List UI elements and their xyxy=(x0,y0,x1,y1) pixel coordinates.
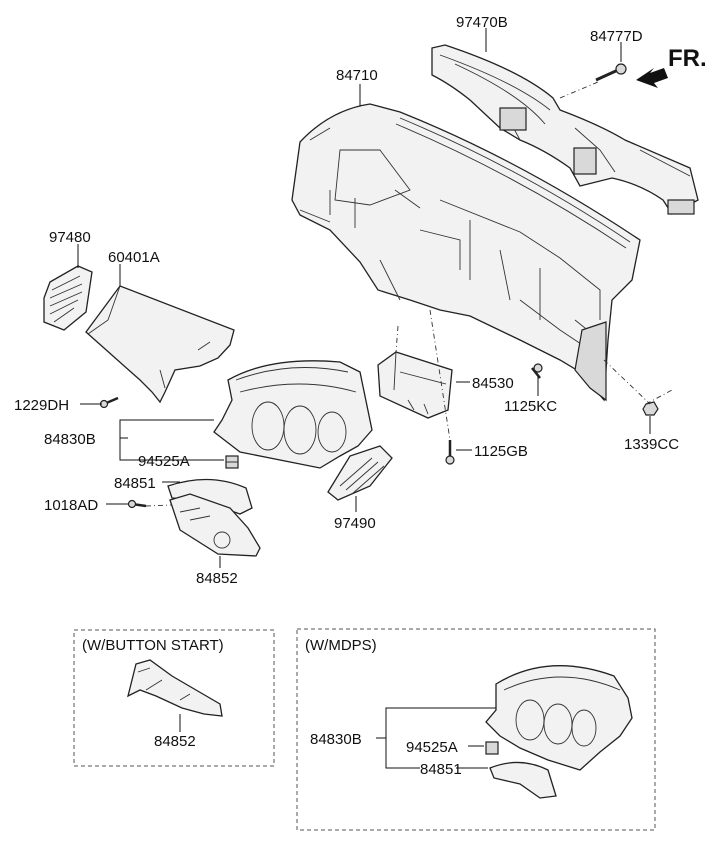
screw-1229dh xyxy=(99,396,119,409)
label-84530: 84530 xyxy=(472,375,514,392)
label-84852: 84852 xyxy=(196,570,238,587)
front-direction-marker: FR. xyxy=(636,45,707,88)
side-vent-97480 xyxy=(43,265,93,331)
label-84710: 84710 xyxy=(336,67,378,84)
label-84830b: 84830B xyxy=(44,431,96,448)
bolt-1125kc xyxy=(531,363,543,379)
label-84851: 84851 xyxy=(114,475,156,492)
fr-label: FR. xyxy=(668,45,707,72)
defroster-duct-97470b xyxy=(431,44,699,215)
label-97480: 97480 xyxy=(49,229,91,246)
variant-button-start-label-84852: 84852 xyxy=(154,733,196,750)
variant-mdps-label-84851: 84851 xyxy=(420,761,462,778)
label-1125gb: 1125GB xyxy=(474,443,528,460)
switch-94525a xyxy=(225,455,239,469)
leader-lines xyxy=(77,28,651,568)
lower-shroud-84852 xyxy=(169,493,261,557)
label-60401a: 60401A xyxy=(108,249,160,266)
label-97490: 97490 xyxy=(334,515,376,532)
airbag-cover-60401a xyxy=(85,285,235,404)
screw-1018ad xyxy=(127,499,147,509)
front-arrow-icon xyxy=(636,68,668,88)
crash-pad-84710 xyxy=(291,103,641,402)
cluster-fascia-84830b xyxy=(213,360,373,469)
variant-mdps-label-84830b: 84830B xyxy=(310,731,362,748)
variant-mdps-title: (W/MDPS) xyxy=(305,637,377,654)
label-94525a: 94525A xyxy=(138,453,190,470)
label-97470b: 97470B xyxy=(456,14,508,31)
bolt-84777d xyxy=(595,63,627,82)
label-1339cc: 1339CC xyxy=(624,436,679,453)
label-84777d: 84777D xyxy=(590,28,643,45)
label-1229dh: 1229DH xyxy=(14,397,69,414)
variant-box-mdps: (W/MDPS) 84830B 94525A 84851 xyxy=(296,628,656,831)
airbag-module-84530 xyxy=(377,351,453,419)
label-1125kc: 1125KC xyxy=(504,398,557,415)
nut-1339cc xyxy=(642,401,659,416)
label-1018ad: 1018AD xyxy=(44,497,98,514)
variant-button-start-title: (W/BUTTON START) xyxy=(82,637,224,654)
assembly-lines xyxy=(145,81,673,507)
variant-mdps-label-94525a: 94525A xyxy=(406,739,458,756)
center-vent-97490 xyxy=(327,445,393,501)
bolt-1125gb xyxy=(445,440,455,465)
variant-box-button-start: (W/BUTTON START) 84852 xyxy=(73,629,275,767)
